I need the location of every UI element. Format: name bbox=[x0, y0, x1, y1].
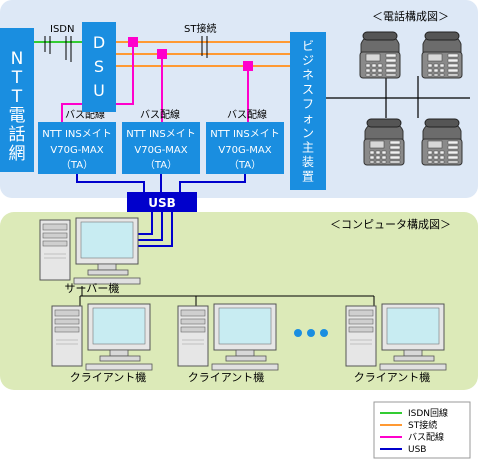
svg-text:（TA）: （TA） bbox=[229, 159, 261, 171]
ellipsis-dots bbox=[294, 329, 328, 337]
usb-cables bbox=[76, 174, 246, 247]
telephone-icon bbox=[359, 31, 401, 79]
svg-text:（TA）: （TA） bbox=[145, 159, 177, 171]
legend: ISDN回線 ST接続 バス配線 USB bbox=[373, 401, 471, 459]
svg-text:V70G-MAX: V70G-MAX bbox=[218, 145, 271, 156]
ntt-network-box bbox=[0, 28, 34, 172]
label-char: 電 bbox=[9, 106, 26, 126]
usb-hub bbox=[127, 192, 197, 212]
label-char: 装 bbox=[302, 155, 314, 169]
label-char: ビ bbox=[302, 39, 314, 53]
label-char: 網 bbox=[9, 144, 26, 164]
svg-text:ST接続: ST接続 bbox=[408, 419, 437, 431]
label-char: T bbox=[11, 68, 23, 88]
label-char: 主 bbox=[302, 141, 314, 155]
label-char: U bbox=[93, 81, 105, 100]
telephone-icon bbox=[421, 31, 463, 79]
svg-text:NTT INSメイト: NTT INSメイト bbox=[42, 129, 111, 140]
server-computer-icon bbox=[39, 217, 141, 285]
client-computer-icon bbox=[177, 303, 279, 371]
bus-label-2: バス配線 bbox=[140, 108, 180, 121]
svg-text:バス配線: バス配線 bbox=[408, 431, 444, 443]
isdn-taps bbox=[44, 36, 72, 62]
svg-text:（TA）: （TA） bbox=[61, 159, 93, 171]
svg-text:V70G-MAX: V70G-MAX bbox=[134, 145, 187, 156]
st-taps bbox=[201, 36, 208, 58]
ta-unit-1: NTT INSメイト V70G-MAX （TA） bbox=[38, 122, 116, 174]
label-char: ン bbox=[302, 126, 314, 140]
dsu-box bbox=[82, 22, 116, 112]
label-char: ネ bbox=[302, 68, 314, 82]
label-char: ォ bbox=[302, 112, 314, 126]
phone-section-background bbox=[0, 0, 478, 198]
phone-section-title: ＜電話構成図＞ bbox=[372, 9, 449, 23]
svg-text:NTT INSメイト: NTT INSメイト bbox=[126, 129, 195, 140]
label-char: D bbox=[93, 33, 105, 52]
st-lines bbox=[116, 41, 290, 67]
client-computer-icon bbox=[345, 303, 447, 371]
isdn-label: ISDN bbox=[50, 24, 74, 35]
lan-lines bbox=[79, 286, 375, 306]
bus-label-3: バス配線 bbox=[227, 108, 267, 121]
telephone-icon bbox=[363, 118, 405, 166]
svg-text:V70G-MAX: V70G-MAX bbox=[50, 145, 103, 156]
server-label: サーバー機 bbox=[65, 281, 120, 295]
label-char: N bbox=[11, 49, 24, 69]
label-char: 置 bbox=[302, 170, 314, 184]
client-computer-icon bbox=[51, 303, 153, 371]
label-char: ス bbox=[302, 83, 314, 97]
dsu-label: DSU bbox=[93, 33, 105, 100]
svg-text:NTT INSメイト: NTT INSメイト bbox=[210, 129, 279, 140]
svg-text:USB: USB bbox=[408, 445, 426, 455]
telephone-icon bbox=[421, 118, 463, 166]
label-char: S bbox=[94, 57, 104, 76]
client-label-3: クライアント機 bbox=[354, 370, 431, 384]
client-label-2: クライアント機 bbox=[188, 370, 265, 384]
usb-hub-label: USB bbox=[148, 196, 176, 210]
label-char: T bbox=[11, 87, 23, 107]
ta-unit-2: NTT INSメイト V70G-MAX （TA） bbox=[122, 122, 200, 174]
label-char: フ bbox=[302, 97, 314, 111]
extension-lines bbox=[326, 76, 470, 118]
ta-unit-3: NTT INSメイト V70G-MAX （TA） bbox=[206, 122, 284, 174]
label-char: ジ bbox=[302, 54, 314, 68]
svg-text:ISDN回線: ISDN回線 bbox=[408, 407, 448, 419]
label-char: 話 bbox=[9, 125, 26, 145]
st-label: ST接続 bbox=[184, 22, 216, 35]
client-label-1: クライアント機 bbox=[70, 370, 147, 384]
business-phone-box bbox=[290, 32, 326, 190]
computer-section-title: ＜コンピュータ構成図＞ bbox=[330, 218, 451, 231]
bus-connectors bbox=[128, 37, 253, 71]
